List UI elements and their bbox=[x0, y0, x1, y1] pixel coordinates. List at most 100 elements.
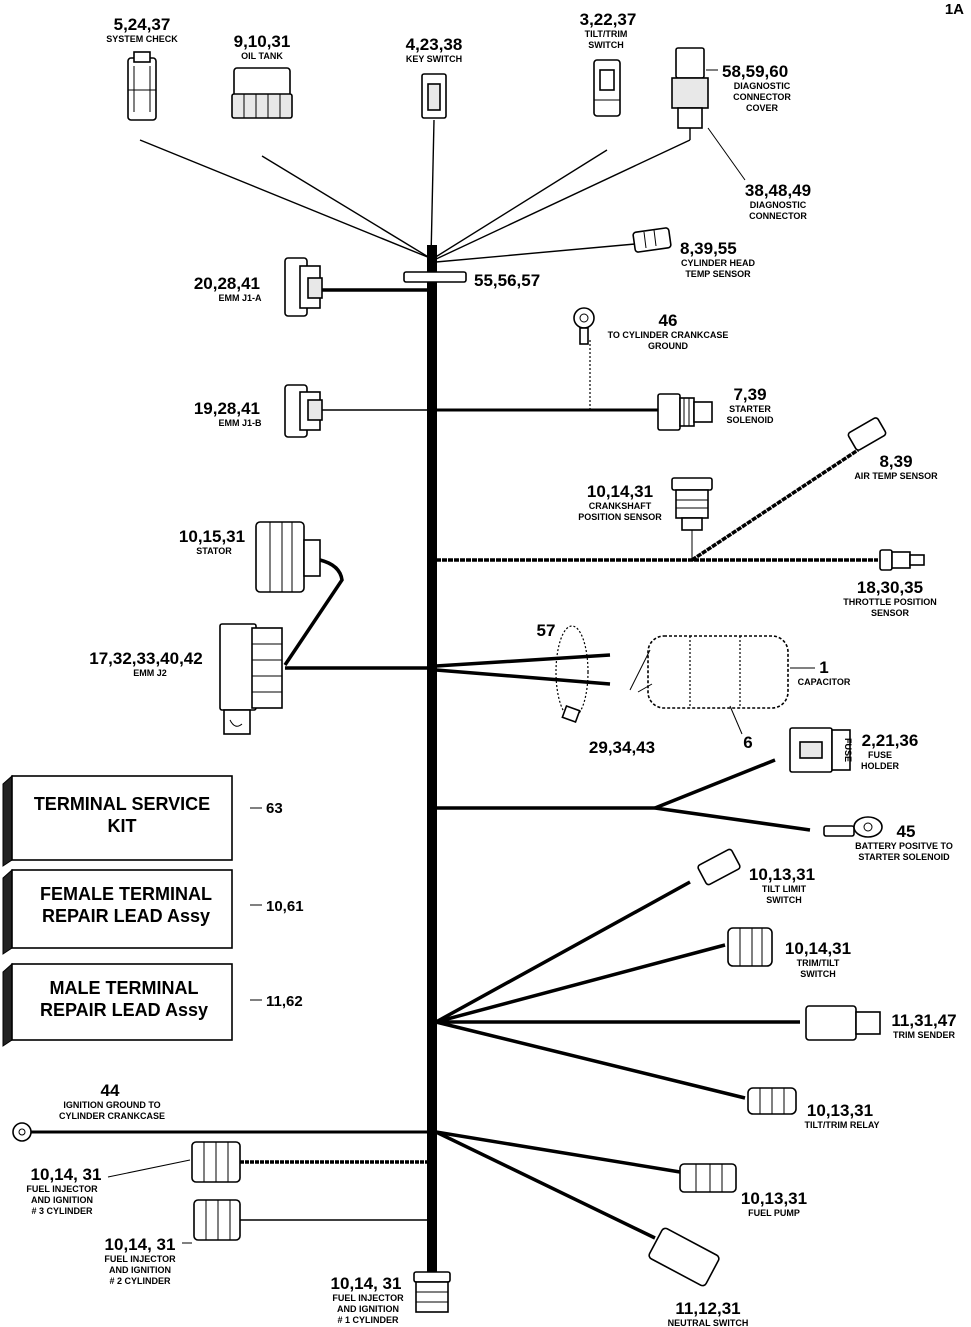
page-id: 1A bbox=[945, 1, 964, 18]
part-description: DIAGNOSTIC bbox=[734, 81, 791, 91]
trim-tilt-switch-part bbox=[727, 927, 773, 967]
emm-j1a-connector bbox=[284, 257, 323, 317]
part-description: TILT/TRIM bbox=[585, 29, 628, 39]
part-number: 2,21,36 bbox=[862, 731, 919, 750]
part-number: 10,14,31 bbox=[587, 482, 653, 501]
part-description: EMM J1-B bbox=[218, 418, 262, 428]
part-description: FUEL INJECTOR bbox=[332, 1293, 404, 1303]
fuel-injector-2-part bbox=[193, 1199, 241, 1241]
part-number: 45 bbox=[897, 822, 916, 841]
part-number: 11,12,31 bbox=[675, 1299, 740, 1318]
part-description: AND IGNITION bbox=[109, 1265, 171, 1275]
part-description: IGNITION GROUND TO bbox=[63, 1100, 160, 1110]
part-number: 19,28,41 bbox=[194, 399, 260, 418]
part-description: TRIM SENDER bbox=[893, 1030, 956, 1040]
part-description: STATOR bbox=[196, 546, 232, 556]
part-description: STARTER bbox=[729, 404, 771, 414]
part-description: STARTER SOLENOID bbox=[858, 852, 950, 862]
ignition-ground-ring bbox=[12, 1122, 32, 1142]
part-description: # 3 CYLINDER bbox=[31, 1206, 93, 1216]
fuse-word: FUSE bbox=[843, 738, 853, 762]
part-number: 10,14, 31 bbox=[31, 1165, 102, 1184]
part-description: AND IGNITION bbox=[31, 1195, 93, 1205]
part-description: SENSOR bbox=[871, 608, 910, 618]
throttle-position-sensor bbox=[879, 549, 925, 571]
part-description: BATTERY POSITVE TO bbox=[855, 841, 953, 851]
starter-solenoid-part bbox=[657, 393, 713, 431]
part-number: 8,39 bbox=[879, 452, 912, 471]
kit-ref: 10,61 bbox=[266, 898, 304, 915]
kit-line: REPAIR LEAD Assy bbox=[40, 1000, 208, 1020]
part-description: AIR TEMP SENSOR bbox=[854, 471, 938, 481]
tilt-limit-switch-part bbox=[697, 848, 741, 886]
part-number: 10,14, 31 bbox=[105, 1235, 176, 1254]
part-number: 18,30,35 bbox=[857, 578, 923, 597]
part-number: 10,13,31 bbox=[749, 865, 815, 884]
kit-line: REPAIR LEAD Assy bbox=[42, 906, 210, 926]
part-description: AND IGNITION bbox=[337, 1304, 399, 1314]
callout-cap-bracket: 6 bbox=[743, 733, 752, 752]
part-description: HOLDER bbox=[861, 761, 900, 771]
part-description: OIL TANK bbox=[241, 51, 283, 61]
part-number: 29,34,43 bbox=[589, 738, 655, 757]
emm-j2-connector bbox=[219, 623, 283, 735]
part-description: POSITION SENSOR bbox=[578, 512, 662, 522]
part-number: 58,59,60 bbox=[722, 62, 788, 81]
kit-male-terminal: MALE TERMINAL REPAIR LEAD Assy 11,62 bbox=[2, 962, 303, 1047]
part-description: GROUND bbox=[648, 341, 688, 351]
part-number: 7,39 bbox=[733, 385, 766, 404]
part-number: 44 bbox=[101, 1081, 120, 1100]
crankshaft-sensor bbox=[671, 477, 713, 531]
part-description: CRANKSHAFT bbox=[589, 501, 652, 511]
part-description: DIAGNOSTIC bbox=[750, 200, 807, 210]
part-description: FUSE bbox=[868, 750, 892, 760]
harness-wires bbox=[30, 119, 878, 1272]
part-description: NEUTRAL SWITCH bbox=[668, 1318, 749, 1327]
part-description: # 2 CYLINDER bbox=[109, 1276, 171, 1286]
part-number: 10,13,31 bbox=[741, 1189, 807, 1208]
part-description: TILT LIMIT bbox=[762, 884, 807, 894]
air-temp-sensor bbox=[847, 417, 887, 451]
part-number: 20,28,41 bbox=[194, 274, 260, 293]
callout-clamp-top: 55,56,57 bbox=[474, 271, 540, 290]
kit-ref: 11,62 bbox=[266, 993, 303, 1010]
part-number: 55,56,57 bbox=[474, 271, 540, 290]
part-number: 10,13,31 bbox=[807, 1101, 873, 1120]
fuse-holder-part: FUSE bbox=[789, 727, 853, 773]
part-description: # 1 CYLINDER bbox=[337, 1315, 399, 1325]
part-number: 10,15,31 bbox=[179, 527, 245, 546]
part-description: TEMP SENSOR bbox=[685, 269, 751, 279]
part-description: SWITCH bbox=[800, 969, 836, 979]
part-description: SOLENOID bbox=[726, 415, 774, 425]
battery-positive-terminal bbox=[823, 816, 883, 838]
part-description: EMM J2 bbox=[133, 668, 167, 678]
part-number: 9,10,31 bbox=[234, 32, 291, 51]
part-description: COVER bbox=[746, 103, 779, 113]
part-description: CONNECTOR bbox=[749, 211, 807, 221]
part-description: CYLINDER HEAD bbox=[681, 258, 756, 268]
part-number: 5,24,37 bbox=[114, 15, 171, 34]
harness-clamp-top bbox=[403, 271, 467, 283]
part-number: 6 bbox=[743, 733, 752, 752]
part-description: SWITCH bbox=[766, 895, 802, 905]
